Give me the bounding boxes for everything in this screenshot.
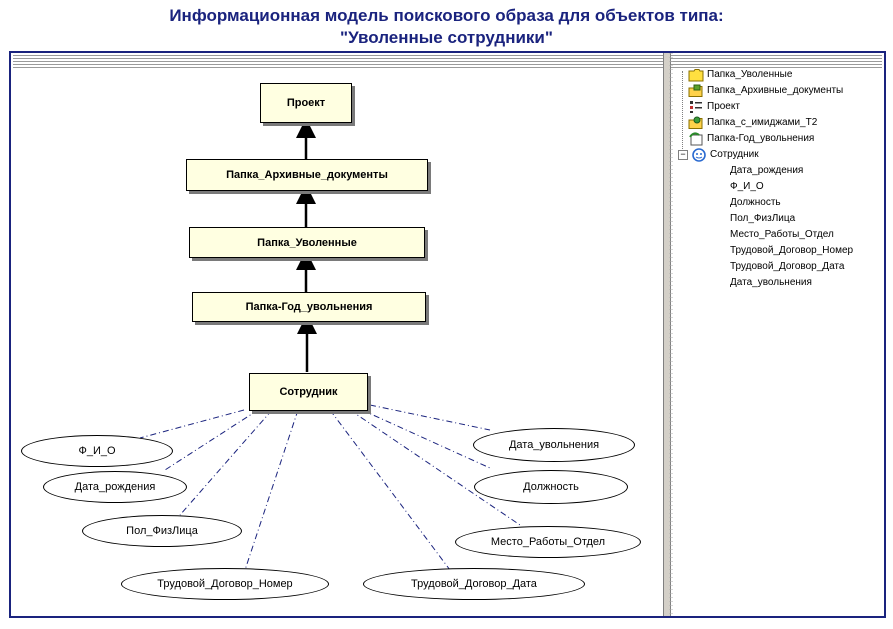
tree-child[interactable]: Трудовой_Договор_Дата — [730, 261, 845, 272]
link-position — [361, 409, 491, 469]
attr-contract-date[interactable]: Трудовой_Договор_Дата — [363, 568, 585, 600]
tree-item-label: Папка_Архивные_документы — [707, 85, 844, 96]
tree-connector — [682, 71, 684, 151]
tree-child[interactable]: Должность — [730, 197, 781, 208]
link-birth — [164, 409, 259, 471]
tree-child[interactable]: Трудовой_Договор_Номер — [730, 245, 854, 256]
tree-item-fired-folder[interactable]: Папка_Уволенные — [688, 67, 792, 83]
year-folder-icon — [688, 132, 704, 146]
tree-item-project[interactable]: Проект — [688, 99, 740, 115]
tree-item-image-folder[interactable]: Папка_с_имиджами_Т2 — [688, 115, 817, 131]
archive-folder-icon — [688, 84, 704, 98]
splitter-grip — [669, 53, 673, 616]
tree-item-label: Папка_с_имиджами_Т2 — [707, 117, 818, 128]
link-fio — [139, 409, 245, 439]
employee-icon — [691, 148, 707, 162]
tree-item-label: Папка-Год_увольнения — [707, 133, 815, 144]
attr-birth-date[interactable]: Дата_рождения — [43, 471, 187, 503]
project-icon — [688, 100, 704, 114]
attr-position[interactable]: Должность — [474, 470, 628, 504]
image-folder-icon — [688, 116, 704, 130]
tree-child[interactable]: Дата_рождения — [730, 165, 804, 176]
link-fire-date — [369, 404, 491, 431]
tree-item-label: Папка_Уволенные — [707, 69, 793, 80]
attr-sex[interactable]: Пол_ФизЛица — [82, 515, 242, 547]
box-fired-folder[interactable]: Папка_Уволенные — [189, 227, 425, 258]
tree-child[interactable]: Дата_увольнения — [730, 277, 812, 288]
tree-child[interactable]: Ф_И_О — [730, 181, 764, 192]
tree-item-employee[interactable]: − Сотрудник — [678, 147, 759, 163]
attr-fire-date[interactable]: Дата_увольнения — [473, 428, 635, 462]
tree-item-archive-folder[interactable]: Папка_Архивные_документы — [688, 83, 843, 99]
collapse-toggle[interactable]: − — [678, 150, 688, 160]
page-title: Информационная модель поискового образа … — [0, 5, 893, 49]
link-contract-date — [329, 409, 451, 571]
box-archive-folder[interactable]: Папка_Архивные_документы — [186, 159, 428, 191]
box-employee[interactable]: Сотрудник — [249, 373, 368, 411]
title-line-2: "Уволенные сотрудники" — [340, 28, 553, 47]
title-line-1: Информационная модель поискового образа … — [169, 6, 724, 25]
tree-item-label: Сотрудник — [710, 149, 759, 160]
link-workplace — [349, 409, 521, 526]
link-contract-num — [244, 409, 299, 571]
tree-item-year-folder[interactable]: Папка-Год_увольнения — [688, 131, 814, 147]
attr-contract-number[interactable]: Трудовой_Договор_Номер — [121, 568, 329, 600]
tree-child[interactable]: Место_Работы_Отдел — [730, 229, 834, 240]
folder-icon — [688, 68, 704, 82]
tree-child[interactable]: Пол_ФизЛица — [730, 213, 796, 224]
attr-workplace[interactable]: Место_Работы_Отдел — [455, 526, 641, 558]
box-project[interactable]: Проект — [260, 83, 352, 123]
attr-fio[interactable]: Ф_И_О — [21, 435, 173, 467]
link-sex — [179, 409, 273, 516]
box-year-folder[interactable]: Папка-Год_увольнения — [192, 292, 426, 322]
tree-item-label: Проект — [707, 101, 740, 112]
